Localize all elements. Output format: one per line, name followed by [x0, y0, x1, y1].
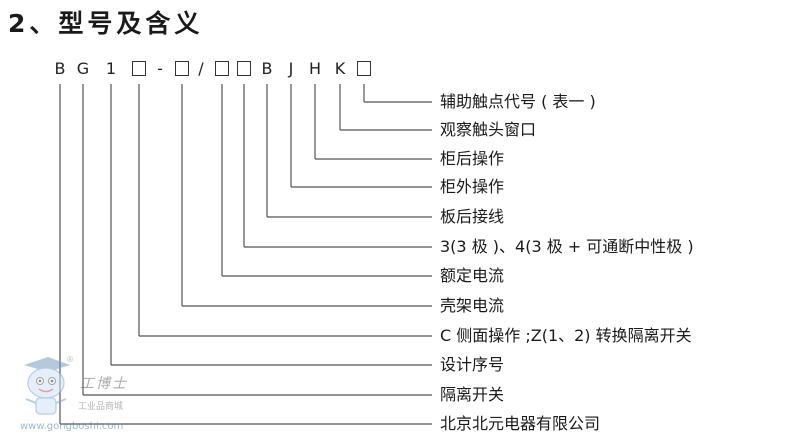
registered-mark: ®: [66, 355, 74, 364]
desc-back-wiring: 板后接线: [440, 207, 505, 226]
desc-design-number: 设计序号: [440, 355, 505, 374]
desc-contact-window: 观察触头窗口: [440, 120, 537, 139]
model-char-g: G: [76, 59, 90, 78]
model-char-b: B: [54, 59, 66, 78]
model-char-dash: -: [157, 59, 163, 78]
desc-rear-operation: 柜后操作: [440, 149, 505, 168]
desc-auxiliary-contact: 辅助触点代号 ( 表一 ): [440, 92, 596, 111]
desc-frame-current: 壳架电流: [440, 296, 505, 315]
desc-isolating-switch: 隔离开关: [440, 385, 505, 404]
desc-external-operation: 柜外操作: [440, 177, 505, 196]
model-char-back-wiring: B: [261, 59, 273, 78]
watermark-subtitle: 工业品商城: [78, 402, 124, 412]
model-char-rear-operation: H: [308, 59, 322, 78]
desc-manufacturer: 北京北元电器有限公司: [440, 414, 601, 433]
watermark-brand: 工博士: [80, 376, 128, 392]
model-char-design-number: 1: [105, 59, 117, 78]
watermark: ® 工博士 工业品商城 www.gongboshi.com: [18, 355, 198, 435]
section-title: 2、型号及含义: [8, 9, 204, 38]
desc-rated-current: 额定电流: [440, 266, 505, 285]
desc-poles: 3(3 极 )、4(3 极 + 可通断中性极 ): [440, 237, 694, 256]
model-char-external-operation: J: [288, 59, 294, 78]
model-char-slash: /: [198, 59, 204, 78]
mascot-icon: [24, 357, 70, 415]
watermark-url: www.gongboshi.com: [20, 421, 124, 432]
model-char-contact-window: K: [334, 59, 346, 78]
desc-operation-type: C 侧面操作 ;Z(1、2) 转换隔离开关: [440, 326, 692, 345]
